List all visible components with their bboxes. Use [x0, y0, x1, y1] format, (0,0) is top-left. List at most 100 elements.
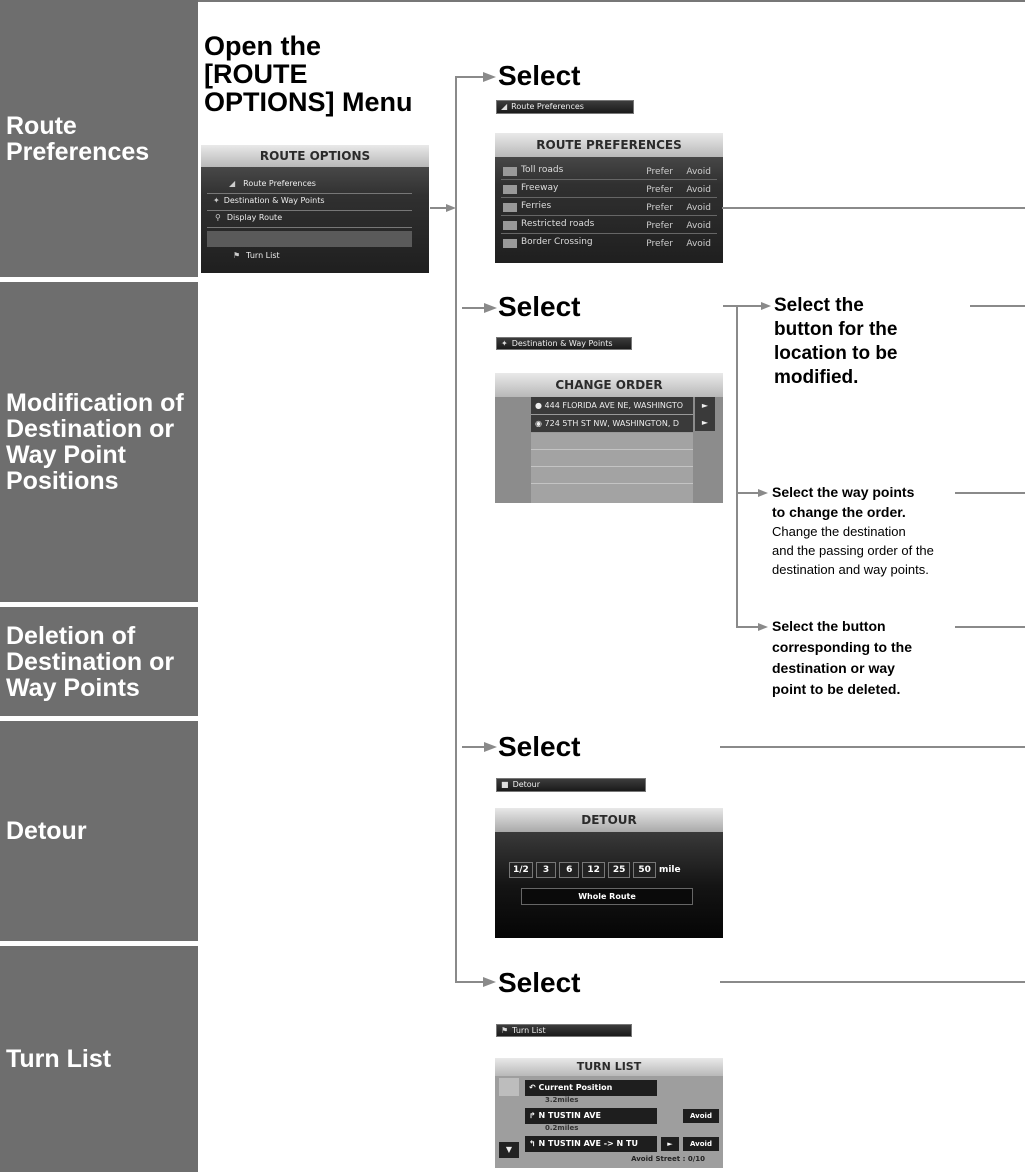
- pointer-line: [970, 305, 1025, 307]
- turn-list-row-label: N TUSTIN AVE: [538, 1111, 601, 1120]
- step-text-line: point to be deleted.: [772, 681, 901, 697]
- pointer-line: [955, 492, 1025, 494]
- change-order-row[interactable]: ● 444 FLORIDA AVE NE, WASHINGTO: [531, 397, 693, 415]
- step-text-line: to change the order.: [772, 504, 906, 520]
- detour-distance-button[interactable]: 1/2: [509, 862, 533, 878]
- change-order-screen: CHANGE ORDER ● 444 FLORIDA AVE NE, WASHI…: [495, 373, 723, 503]
- route-preferences-button[interactable]: ◢Route Preferences: [496, 100, 634, 114]
- turn-list-row-label: N TUSTIN AVE -> N TU: [538, 1139, 638, 1148]
- step-order-text: Select the way points to change the orde…: [772, 482, 934, 579]
- scroll-down-button[interactable]: ▼: [499, 1142, 519, 1158]
- route-preferences-button-label: Route Preferences: [511, 102, 584, 111]
- step-text-line: modified.: [774, 367, 859, 388]
- pointer-line: [722, 207, 1025, 209]
- detour-button-label: Detour: [512, 780, 541, 789]
- section-label-route-preferences: Route Preferences: [6, 111, 150, 166]
- open-menu-heading-line: [ROUTE: [204, 59, 308, 89]
- route-preferences-title: ROUTE PREFERENCES: [495, 133, 723, 157]
- detour-distance-button[interactable]: 25: [607, 862, 631, 878]
- avoid-button[interactable]: Avoid: [686, 167, 711, 177]
- toll-road-icon: [503, 167, 517, 176]
- menu-item-label: Turn List: [246, 251, 280, 260]
- avoid-street-value: 0/10: [687, 1155, 705, 1163]
- pointer-line: [720, 981, 1025, 983]
- turn-detail-button[interactable]: ►: [661, 1137, 679, 1151]
- turn-list-row[interactable]: ↶ Current Position: [525, 1080, 657, 1096]
- menu-item-empty: [207, 231, 412, 247]
- detour-distance-button[interactable]: 12: [582, 862, 605, 878]
- step-branch-line: [736, 492, 760, 494]
- avoid-button[interactable]: Avoid: [686, 221, 711, 231]
- prefer-button[interactable]: Prefer: [646, 185, 673, 195]
- menu-item-turn-list[interactable]: ⚑Turn List: [233, 251, 280, 260]
- change-order-row-label: 444 FLORIDA AVE NE, WASHINGTO: [544, 401, 684, 410]
- turn-list-distance: 3.2miles: [545, 1096, 579, 1104]
- pref-row-label: Toll roads: [521, 165, 564, 175]
- avoid-button[interactable]: Avoid: [683, 1137, 719, 1151]
- branch-arrow: [484, 742, 497, 752]
- detour-title: DETOUR: [495, 808, 723, 832]
- menu-item-route-preferences[interactable]: ◢Route Preferences: [207, 179, 412, 194]
- menu-item-label: Route Preferences: [243, 179, 316, 188]
- step-text-line: location to be: [774, 343, 898, 364]
- pointer-line: [955, 626, 1025, 628]
- turn-list-row[interactable]: ↰ N TUSTIN AVE -> N TU: [525, 1136, 657, 1152]
- step-text-line: button for the: [774, 319, 898, 340]
- step-branch-line: [723, 305, 763, 307]
- detour-distance-button[interactable]: 50: [633, 862, 656, 878]
- scroll-up-button[interactable]: [499, 1078, 519, 1096]
- detour-unit: mile: [658, 865, 681, 875]
- section-detour: Detour: [0, 721, 198, 941]
- prefer-button[interactable]: Prefer: [646, 221, 673, 231]
- prefer-button[interactable]: Prefer: [646, 239, 673, 249]
- change-order-row[interactable]: ◉ 724 5TH ST NW, WASHINGTON, D: [531, 415, 693, 433]
- pref-row-label: Ferries: [521, 201, 552, 211]
- detour-button[interactable]: ■Detour: [496, 778, 646, 792]
- detour-distance-button[interactable]: 3: [535, 862, 557, 878]
- step-text-line: and the passing order of the: [772, 543, 934, 558]
- detour-distance-button[interactable]: 6: [559, 862, 580, 878]
- menu-item-display-route[interactable]: ⚲Display Route: [207, 213, 412, 228]
- turn-list-button[interactable]: ⚑Turn List: [496, 1024, 632, 1037]
- open-menu-heading-line: Open the: [204, 31, 322, 61]
- section-deletion: Deletion of Destination or Way Points: [0, 607, 198, 716]
- select-label: Select: [498, 967, 581, 998]
- prefer-button[interactable]: Prefer: [646, 167, 673, 177]
- branch-line: [462, 307, 486, 309]
- change-order-row-label: 724 5TH ST NW, WASHINGTON, D: [544, 419, 680, 428]
- select-label: Select: [498, 731, 581, 762]
- restricted-road-icon: [503, 221, 517, 230]
- whole-route-button[interactable]: Whole Route: [521, 888, 693, 905]
- branch-arrow: [483, 72, 496, 82]
- step-text-line: Select the way points: [772, 484, 915, 500]
- menu-item-destination-way-points[interactable]: ✦Destination & Way Points: [207, 196, 412, 211]
- avoid-button[interactable]: Avoid: [686, 185, 711, 195]
- pref-row[interactable]: Ferries Prefer Avoid: [501, 201, 717, 216]
- pref-row[interactable]: Toll roads Prefer Avoid: [501, 165, 717, 180]
- change-order-row-empty: [531, 433, 693, 450]
- step-text-line: destination and way points.: [772, 562, 929, 577]
- avoid-button[interactable]: Avoid: [686, 203, 711, 213]
- step-arrow: [758, 489, 768, 497]
- turn-list-row[interactable]: ↱ N TUSTIN AVE: [525, 1108, 657, 1124]
- turn-list-screen: TURN LIST ▼ ↶ Current Position 3.2miles …: [495, 1058, 723, 1168]
- route-options-screen: ROUTE OPTIONS ◢Route Preferences ✦Destin…: [201, 145, 429, 273]
- select-label: Select: [498, 60, 581, 91]
- prefer-button[interactable]: Prefer: [646, 203, 673, 213]
- change-order-row-empty: [531, 450, 693, 467]
- change-order-arrows[interactable]: ►►: [695, 397, 715, 431]
- avoid-button[interactable]: Avoid: [686, 239, 711, 249]
- avoid-button[interactable]: Avoid: [683, 1109, 719, 1123]
- section-turn-list: Turn List: [0, 946, 198, 1172]
- step-text-line: Select the: [774, 295, 864, 316]
- destination-way-points-button[interactable]: ✦Destination & Way Points: [496, 337, 632, 350]
- section-route-preferences: Route Preferences: [0, 0, 198, 277]
- border-crossing-icon: [503, 239, 517, 248]
- destination-way-points-button-label: Destination & Way Points: [511, 339, 613, 348]
- branch-line: [455, 76, 485, 78]
